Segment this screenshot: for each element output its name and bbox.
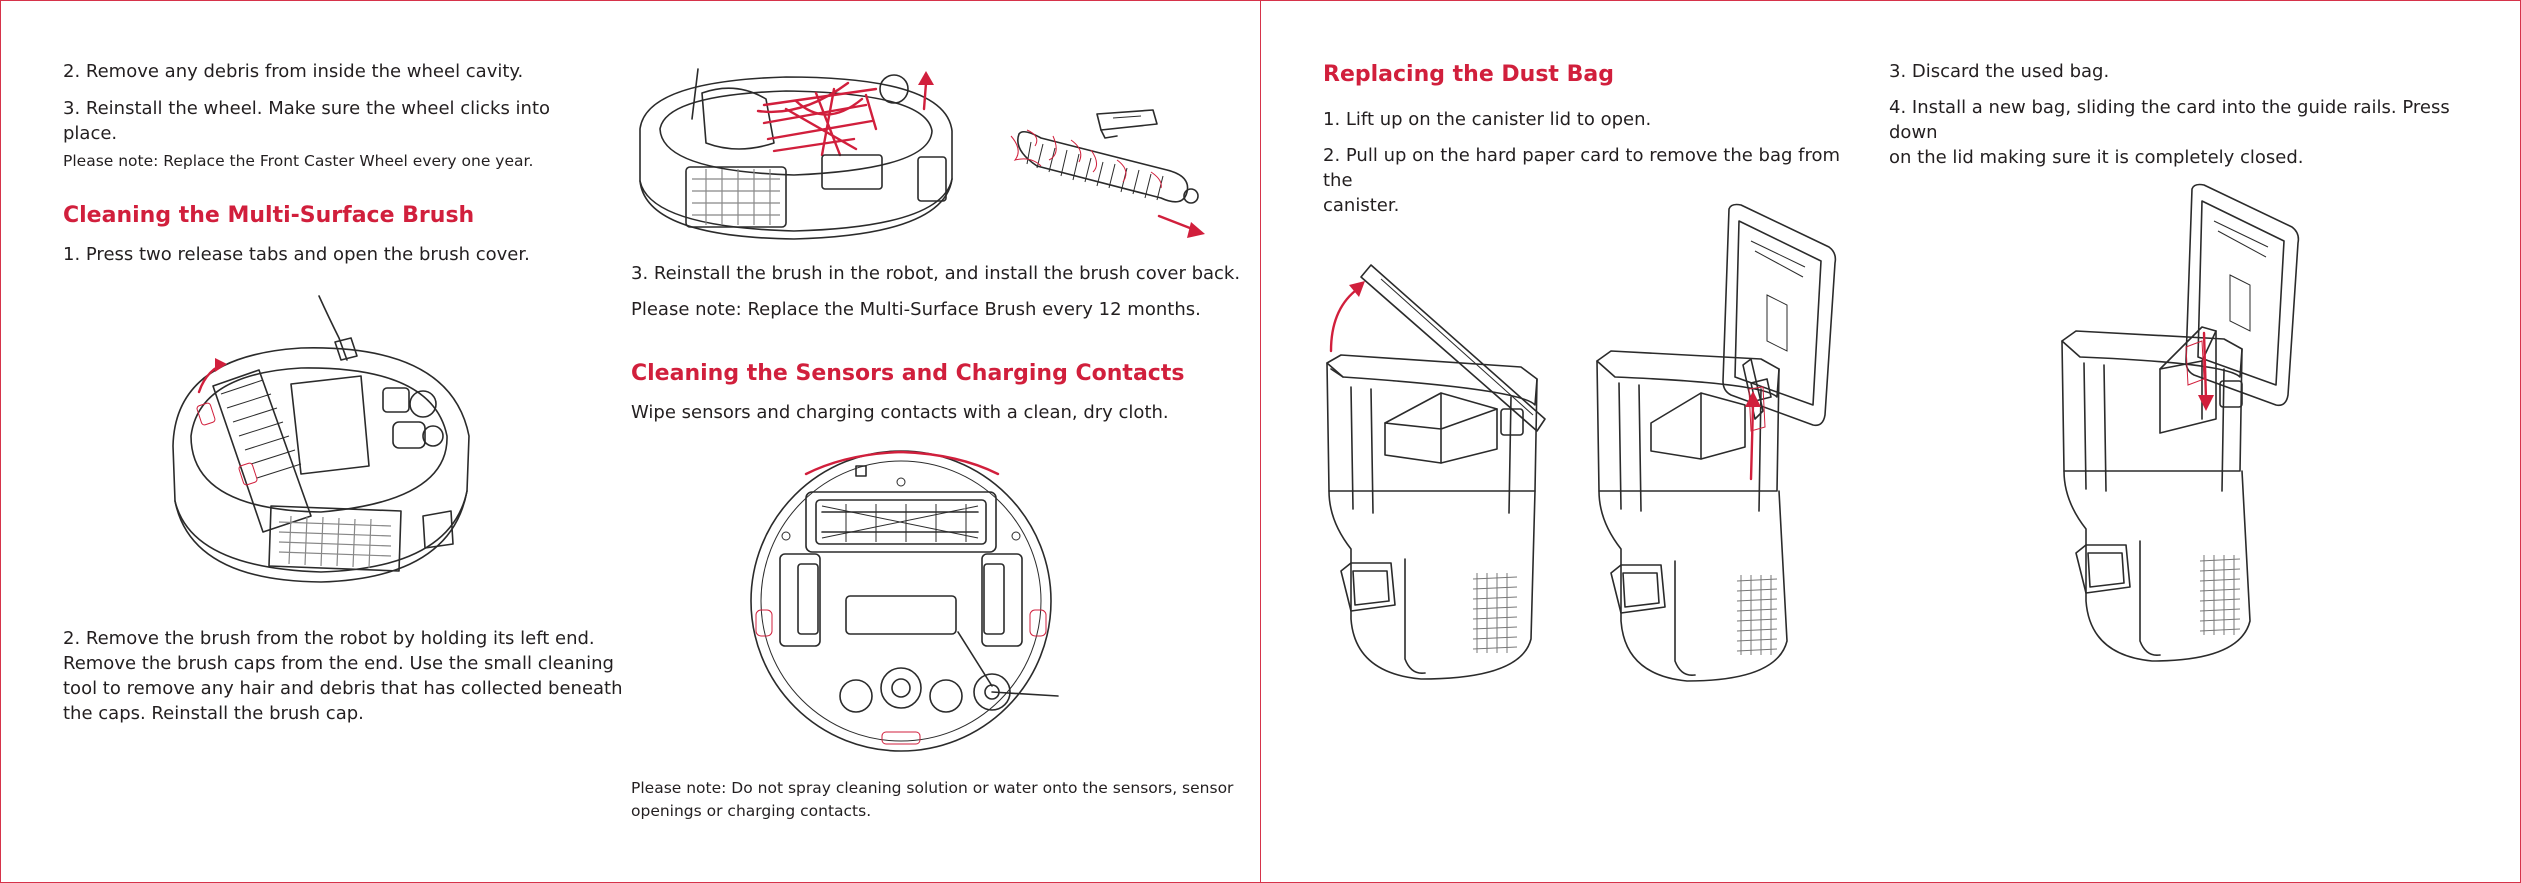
robot-underside-illustration [750, 450, 1059, 752]
sensors-section-header: Cleaning the Sensors and Charging Contac… [631, 360, 1251, 425]
wheel-steps: 2. Remove any debris from inside the whe… [63, 59, 603, 173]
dustbag-heading: Replacing the Dust Bag [1323, 62, 1614, 87]
sensors-note-line-1: Please note: Do not spray cleaning solut… [631, 779, 1234, 797]
brush-step-2-line-2: Remove the brush caps from the end. Use … [63, 653, 614, 674]
canister-bag-install-illustration [2061, 183, 2300, 662]
canister-bag-removal-illustration [1596, 203, 1837, 682]
sensors-heading: Cleaning the Sensors and Charging Contac… [631, 361, 1185, 386]
sensors-body: Wipe sensors and charging contacts with … [631, 402, 1169, 423]
dustbag-step-4-line-2: on the lid making sure it is completely … [1889, 147, 2304, 168]
sensors-note-block: Please note: Do not spray cleaning solut… [631, 777, 1251, 823]
wheel-step-2: 2. Remove any debris from inside the whe… [63, 61, 524, 82]
page-divider [1260, 1, 1261, 882]
canister-lid-open-illustration [1326, 264, 1546, 680]
brush-step-2-block: 2. Remove the brush from the robot by ho… [63, 626, 623, 726]
robot-brush-cover-illustration [172, 295, 470, 583]
wheel-note: Please note: Replace the Front Caster Wh… [63, 152, 534, 170]
dustbag-step-1: 1. Lift up on the canister lid to open. [1323, 109, 1652, 130]
dustbag-section: Replacing the Dust Bag 1. Lift up on the… [1323, 61, 1843, 218]
robot-brush-removed-illustration [639, 68, 953, 240]
brush-step-1: 1. Press two release tabs and open the b… [63, 244, 530, 265]
brush-step-2-line-3: tool to remove any hair and debris that … [63, 678, 623, 699]
brush-and-tool-illustration [1010, 109, 1205, 238]
dustbag-step-2-line-1: 2. Pull up on the hard paper card to rem… [1323, 145, 1841, 191]
dustbag-step-3: 3. Discard the used bag. [1889, 61, 2110, 82]
brush-note: Please note: Replace the Multi-Surface B… [631, 299, 1201, 320]
brush-step-3-block: 3. Reinstall the brush in the robot, and… [631, 261, 1251, 322]
sensors-note-line-2: openings or charging contacts. [631, 802, 872, 820]
wheel-step-3: 3. Reinstall the wheel. Make sure the wh… [63, 98, 551, 144]
brush-step-3: 3. Reinstall the brush in the robot, and… [631, 263, 1241, 284]
brush-section-header: Cleaning the Multi-Surface Brush 1. Pres… [63, 202, 623, 267]
brush-step-2-line-4: the caps. Reinstall the brush cap. [63, 703, 364, 724]
brush-heading: Cleaning the Multi-Surface Brush [63, 203, 475, 228]
dustbag-steps-3-4: 3. Discard the used bag. 4. Install a ne… [1889, 59, 2489, 170]
dustbag-step-2-line-2: canister. [1323, 195, 1400, 216]
dustbag-step-4-line-1: 4. Install a new bag, sliding the card i… [1889, 97, 2450, 143]
brush-step-2-line-1: 2. Remove the brush from the robot by ho… [63, 628, 595, 649]
